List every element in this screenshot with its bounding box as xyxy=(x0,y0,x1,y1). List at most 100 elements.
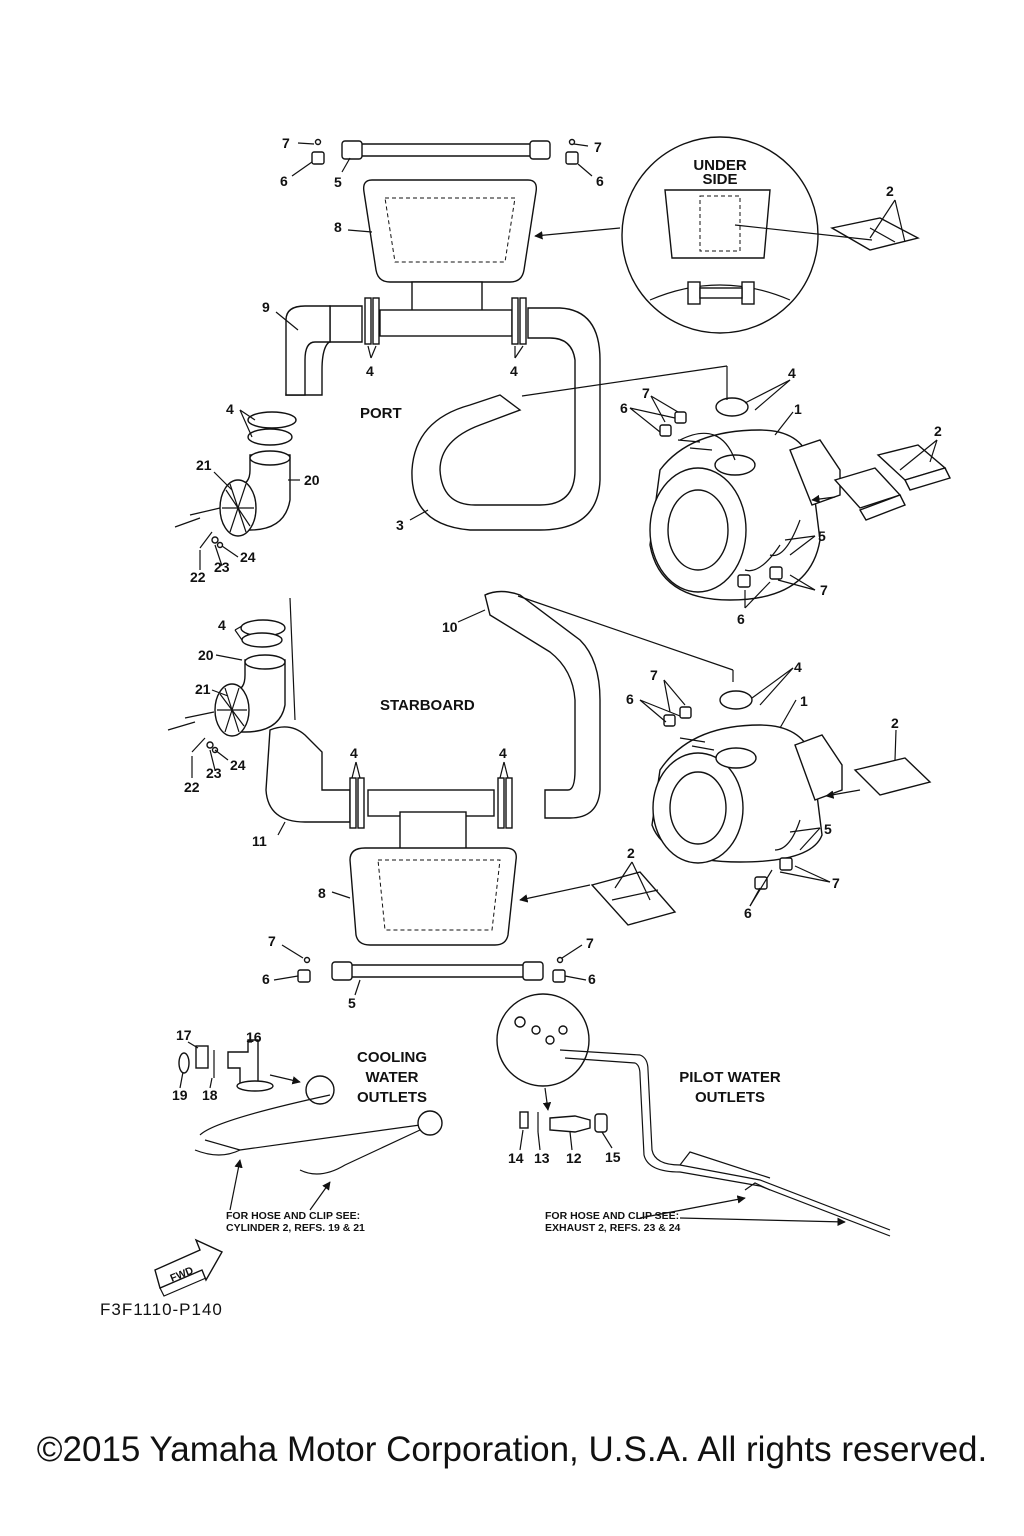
clips-port-filter-bottom xyxy=(737,566,783,588)
callout: 7 xyxy=(282,135,290,151)
clip-bottom-right xyxy=(552,956,566,983)
callout: 19 xyxy=(172,1087,188,1103)
callout: 7 xyxy=(832,875,840,891)
callout: 7 xyxy=(650,667,658,683)
port-label: PORT xyxy=(360,405,402,422)
callout: 8 xyxy=(334,219,342,235)
air-filter-stbd xyxy=(651,724,843,864)
pilot-hose-note: FOR HOSE AND CLIP SEE:EXHAUST 2, REFS. 2… xyxy=(545,1210,681,1234)
air-filter-port xyxy=(649,429,841,601)
callout: 4 xyxy=(350,745,358,761)
callout: 4 xyxy=(226,401,234,417)
callout: 6 xyxy=(588,971,596,987)
callout: 2 xyxy=(627,845,635,861)
callout: 6 xyxy=(596,173,604,189)
clamp-pair-stbd-left xyxy=(240,619,286,648)
callout: 7 xyxy=(594,139,602,155)
bolts-stbd xyxy=(167,711,219,754)
callout: 4 xyxy=(366,363,374,379)
clamp-pair-left xyxy=(364,297,380,345)
callout: 4 xyxy=(218,617,226,633)
callout: 6 xyxy=(744,905,752,921)
callout: 21 xyxy=(195,681,211,697)
callout: 6 xyxy=(620,400,628,416)
callout: 12 xyxy=(566,1150,582,1166)
clip-top-right xyxy=(565,138,579,165)
bolts-port xyxy=(174,507,224,549)
callout: 7 xyxy=(586,935,594,951)
callout: 13 xyxy=(534,1150,550,1166)
callout: 24 xyxy=(230,757,246,773)
cooling-hose-note: FOR HOSE AND CLIP SEE:CYLINDER 2, REFS. … xyxy=(226,1210,365,1234)
callout: 17 xyxy=(176,1027,192,1043)
callout: 5 xyxy=(824,821,832,837)
callout: 23 xyxy=(214,559,230,575)
under-side-inset xyxy=(621,136,819,334)
clips-stbd-filter-top xyxy=(663,706,715,751)
callout: 15 xyxy=(605,1149,621,1165)
strap-bottom xyxy=(331,961,544,981)
pilot-outlet-parts xyxy=(496,993,891,1237)
callout: 10 xyxy=(442,619,458,635)
callout: 7 xyxy=(820,582,828,598)
callout: 24 xyxy=(240,549,256,565)
callout: 9 xyxy=(262,299,270,315)
clip-top-left xyxy=(311,138,325,165)
callout: 5 xyxy=(334,174,342,190)
outlet-cover-21-stbd xyxy=(214,683,250,737)
callout: 20 xyxy=(198,647,214,663)
callout-labels: 7 6 5 7 6 8 2 9 4 4 4 1 7 6 2 4 21 20 3 … xyxy=(172,135,942,1166)
callout: 2 xyxy=(934,423,942,439)
callout: 1 xyxy=(800,693,808,709)
callout: 4 xyxy=(510,363,518,379)
pad-stbd-box xyxy=(590,871,677,926)
hose-3 xyxy=(411,307,601,531)
callout: 2 xyxy=(891,715,899,731)
callout: 8 xyxy=(318,885,326,901)
callout: 16 xyxy=(246,1029,262,1045)
hose-9 xyxy=(285,305,363,396)
callout: 23 xyxy=(206,765,222,781)
callout: 7 xyxy=(642,385,650,401)
clamp-pair-stbd-l xyxy=(349,777,365,829)
clamp-pair-right xyxy=(511,297,527,345)
hose-11 xyxy=(265,726,351,823)
clamp-pair-stbd-r xyxy=(497,777,513,829)
filter-pads-port xyxy=(833,444,951,521)
leader-lines xyxy=(179,142,938,1151)
callout: 20 xyxy=(304,472,320,488)
straps-port-filter xyxy=(744,519,801,572)
callout: 4 xyxy=(499,745,507,761)
air-box-stbd xyxy=(349,789,517,946)
clamp-port-filter xyxy=(715,397,749,417)
filter-pad-stbd xyxy=(853,757,932,796)
drawing-code: F3F1110-P140 xyxy=(100,1300,223,1319)
pad-under-side xyxy=(830,217,920,251)
straps-stbd-filter xyxy=(774,819,801,851)
callout: 22 xyxy=(184,779,200,795)
cooling-outlet-parts xyxy=(178,1039,443,1175)
starboard-label: STARBOARD xyxy=(380,697,475,714)
callout: 14 xyxy=(508,1150,524,1166)
callout: 6 xyxy=(626,691,634,707)
callout: 5 xyxy=(818,528,826,544)
callout: 6 xyxy=(280,173,288,189)
callout: 6 xyxy=(262,971,270,987)
callout: 2 xyxy=(886,183,894,199)
copyright-notice: ©2015 Yamaha Motor Corporation, U.S.A. A… xyxy=(36,1430,988,1469)
callout: 4 xyxy=(788,365,796,381)
clip-bottom-left xyxy=(297,956,311,983)
callout: 1 xyxy=(794,401,802,417)
callout: 4 xyxy=(794,659,802,675)
callout: 6 xyxy=(737,611,745,627)
hose-10 xyxy=(484,590,601,819)
callout: 5 xyxy=(348,995,356,1011)
clamp-stbd-filter xyxy=(719,690,753,710)
clamp-pair-port-left xyxy=(247,411,297,446)
callout: 7 xyxy=(268,933,276,949)
callout: 3 xyxy=(396,517,404,533)
